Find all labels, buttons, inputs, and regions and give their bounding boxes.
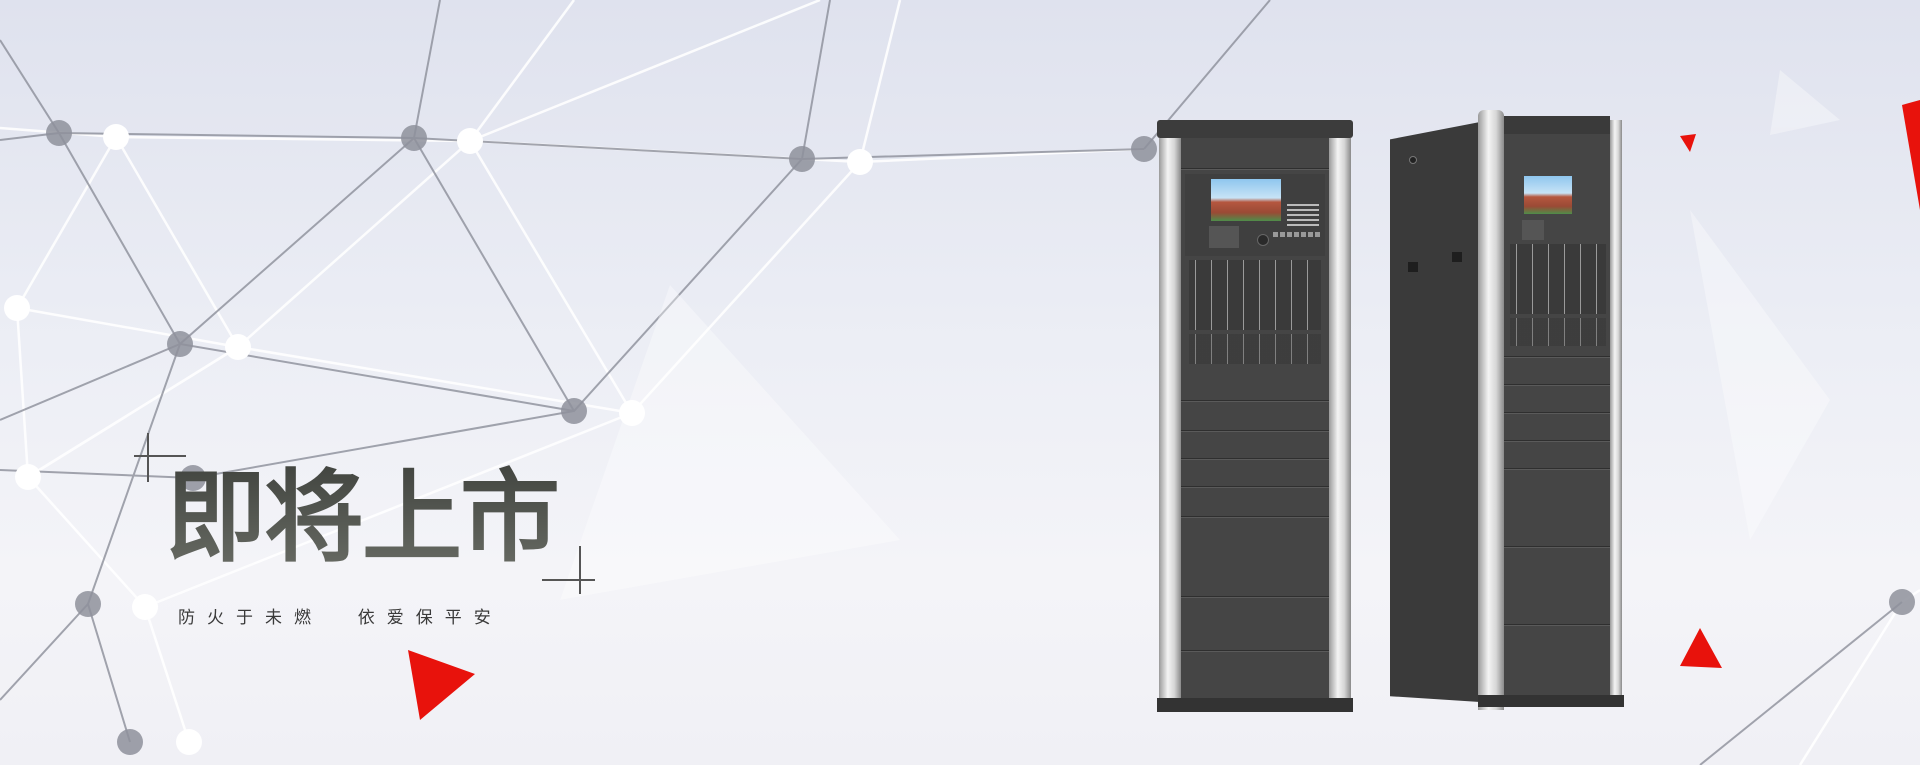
fire-control-cabinet-angled bbox=[1390, 110, 1624, 710]
headline: 即将上市 bbox=[166, 459, 560, 576]
display-screen bbox=[1524, 176, 1572, 214]
slogan: 防火于未燃 依爱保平安 bbox=[178, 608, 503, 628]
fire-control-cabinet-front bbox=[1157, 120, 1353, 712]
display-screen bbox=[1211, 179, 1281, 221]
